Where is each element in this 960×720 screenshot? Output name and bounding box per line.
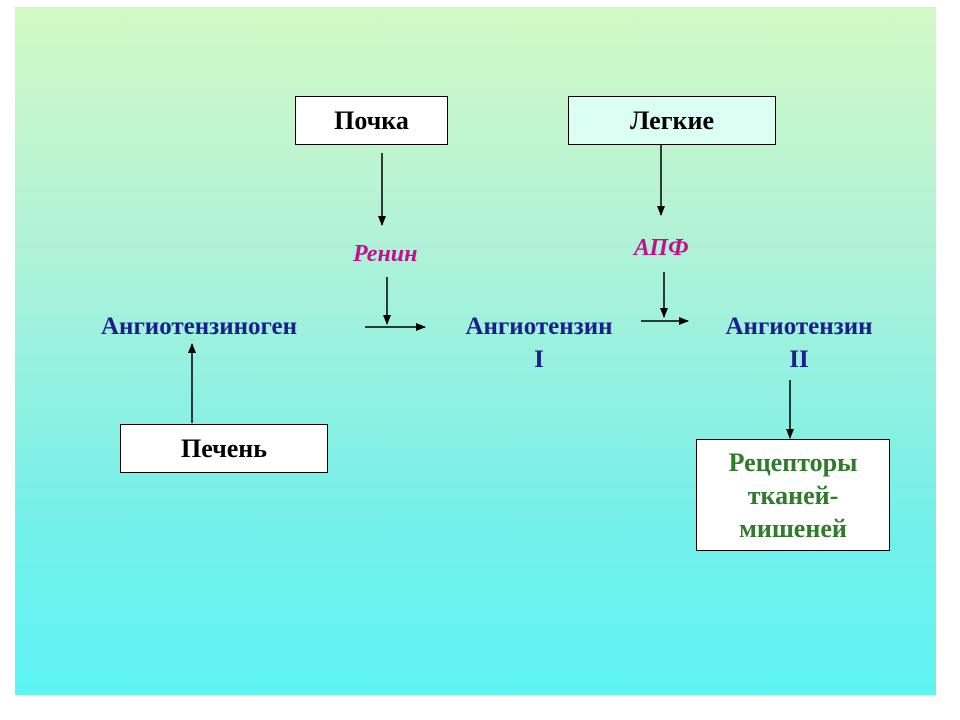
slide: Почка Легкие Ренин АПФ Ангиотензиноген А… <box>15 7 936 695</box>
receptors-box: Рецепторы тканей- мишеней <box>696 439 890 551</box>
receptors-line1: Рецепторы <box>728 447 858 477</box>
angiotensin1-label: Ангиотензин I <box>445 310 633 376</box>
lungs-box: Легкие <box>568 96 776 145</box>
angiotensin1-line1: Ангиотензин <box>465 313 613 340</box>
angiotensin2-label: Ангиотензин II <box>705 310 893 376</box>
angiotensin2-line2: II <box>789 346 809 373</box>
angiotensin2-line1: Ангиотензин <box>725 313 873 340</box>
angiotensinogen-label: Ангиотензиноген <box>101 313 298 340</box>
arrows-layer <box>188 143 794 439</box>
angiotensin1-line2: I <box>534 346 544 373</box>
kidney-label: Почка <box>334 105 409 135</box>
receptors-line3: мишеней <box>739 513 847 543</box>
ace-label: АПФ <box>634 235 689 261</box>
liver-label: Печень <box>180 433 268 463</box>
renin-label: Ренин <box>353 241 418 267</box>
kidney-box: Почка <box>295 96 448 145</box>
lungs-label: Легкие <box>629 105 715 135</box>
receptors-line2: тканей- <box>747 480 839 510</box>
liver-box: Печень <box>120 424 328 473</box>
